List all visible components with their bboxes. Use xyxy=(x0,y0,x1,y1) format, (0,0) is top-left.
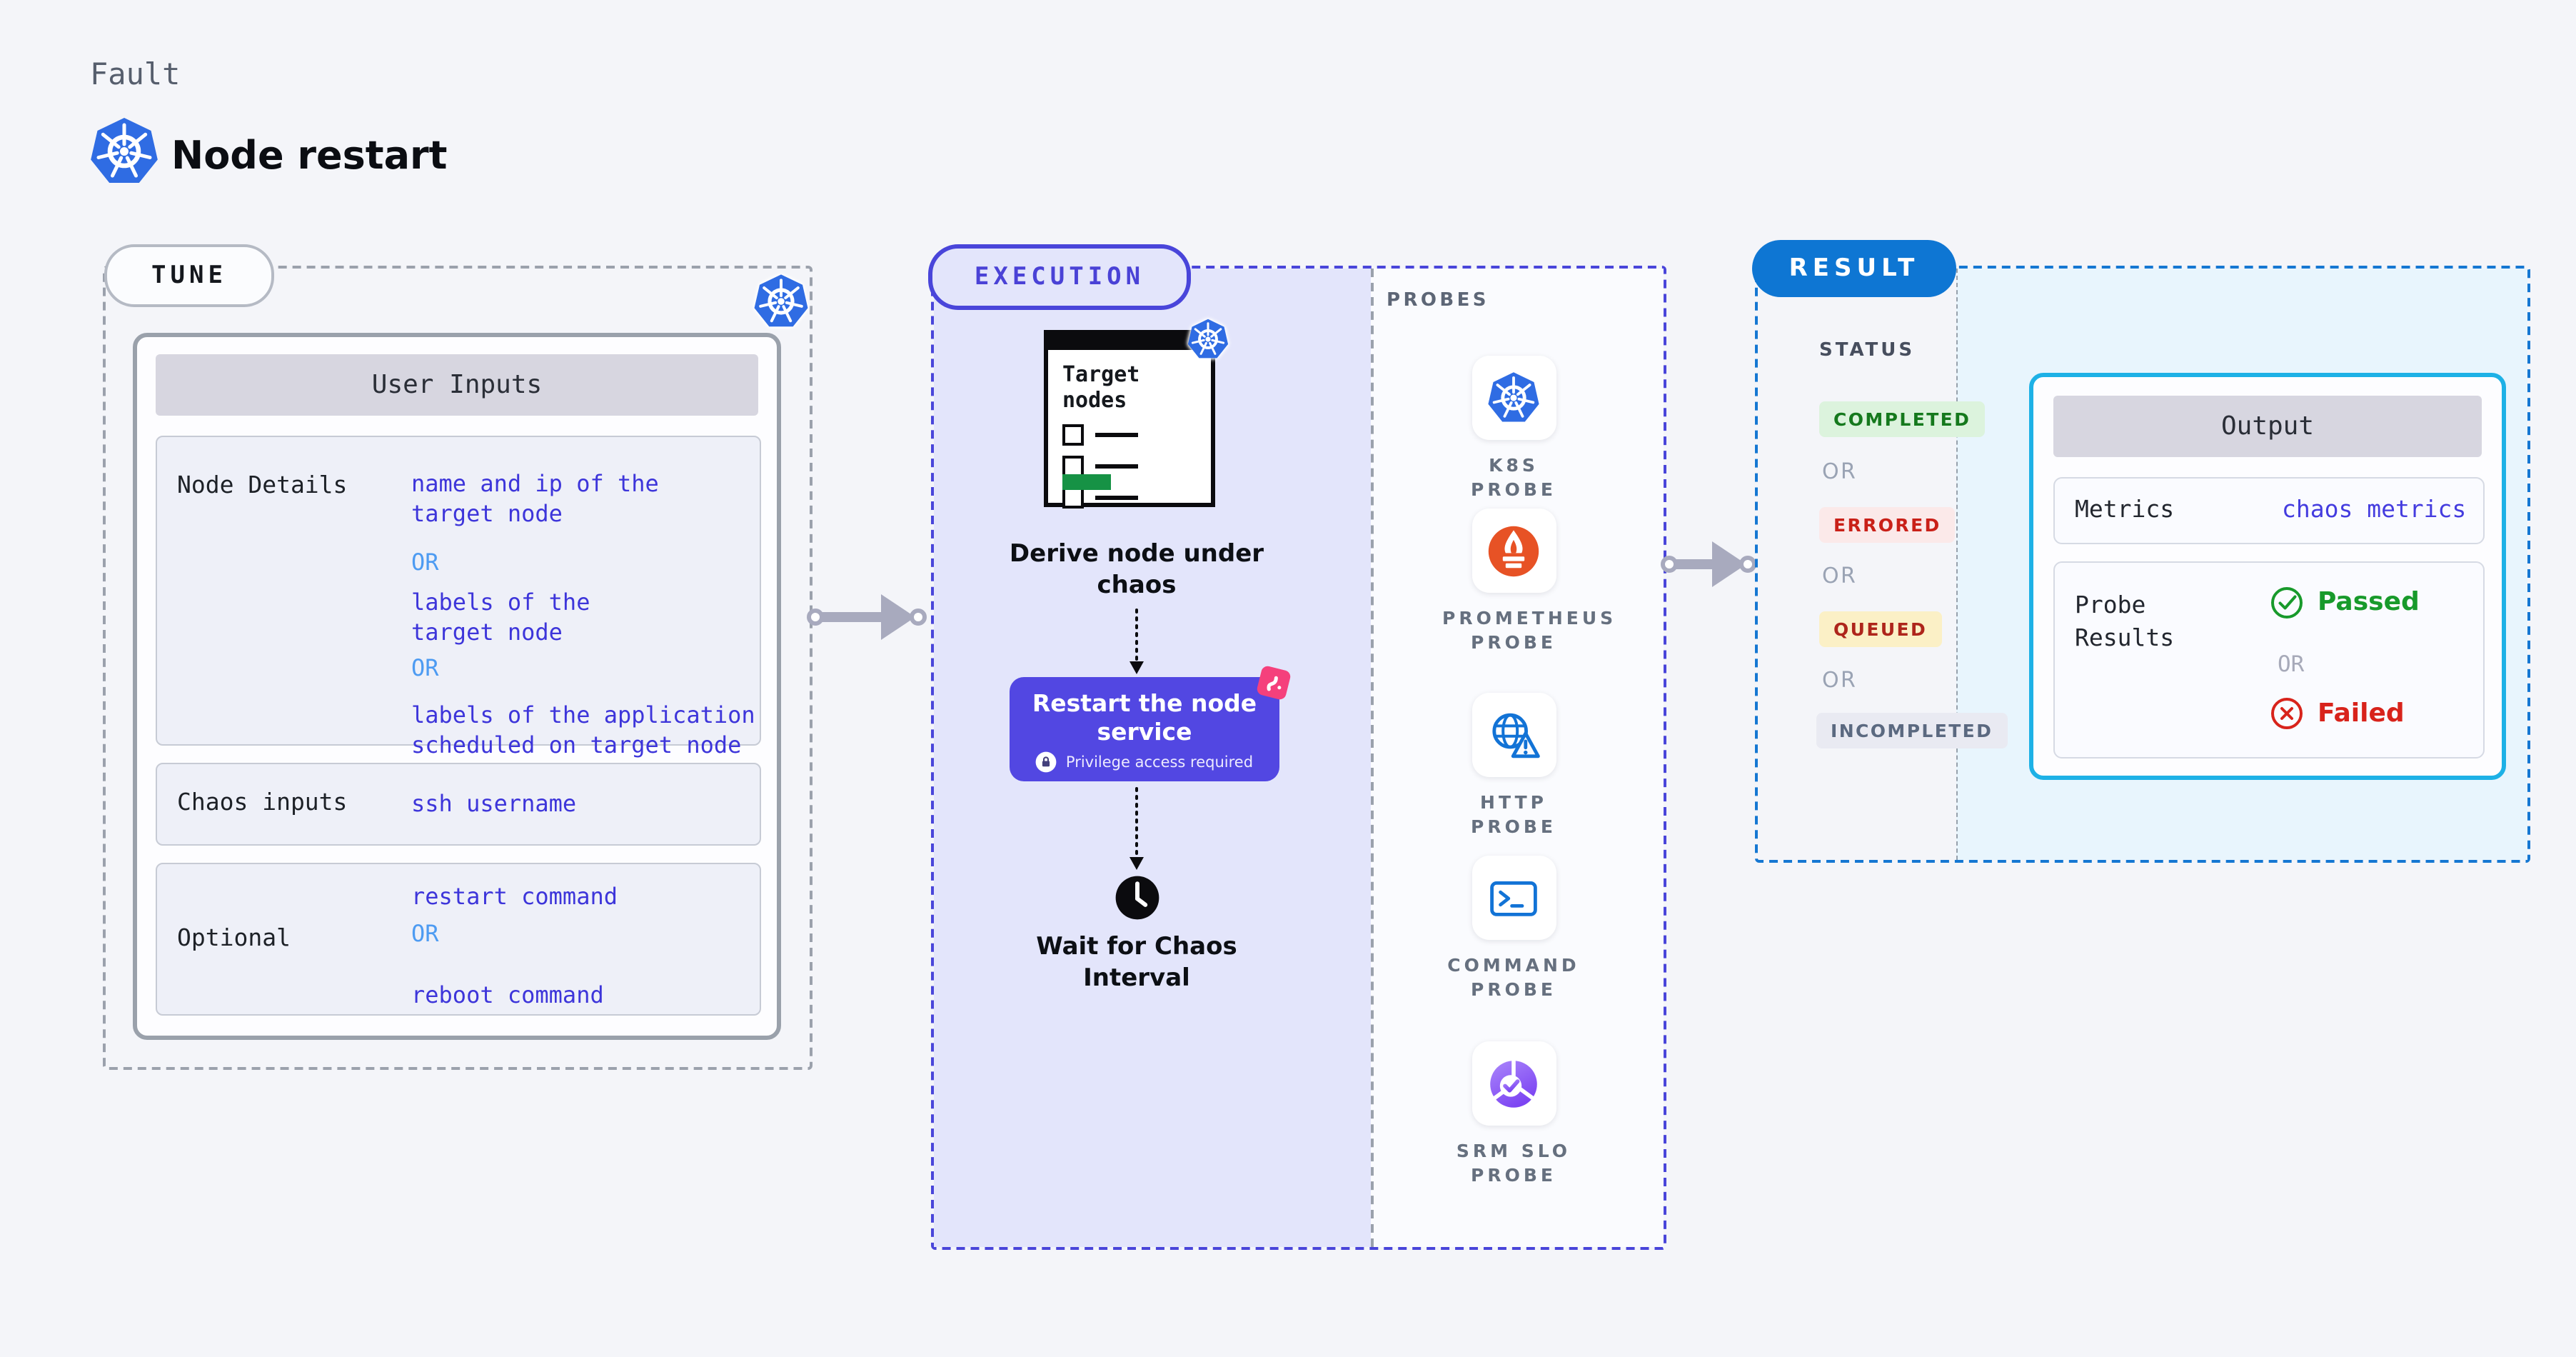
row-value: ssh username xyxy=(411,790,577,817)
probe-label: PROMETHEUS PROBE xyxy=(1442,607,1617,653)
output-header: Output xyxy=(2053,396,2482,457)
or-separator: OR xyxy=(411,549,439,576)
row-label: Optional xyxy=(177,924,291,951)
passed-label: Passed xyxy=(2318,587,2420,617)
status-badge: INCOMPLETED xyxy=(1816,713,2008,748)
or-separator: OR xyxy=(2278,651,2305,677)
checkbox-row xyxy=(1062,424,1211,446)
check-circle-icon xyxy=(2269,584,2305,620)
failed-label: Failed xyxy=(2318,698,2405,728)
table-row: Optional restart command OR reboot comma… xyxy=(156,863,761,1016)
card-title-bar xyxy=(1048,334,1211,350)
metrics-value: chaos metrics xyxy=(2282,496,2467,523)
probe-item: COMMAND PROBE xyxy=(1442,856,1585,1001)
dotted-arrow-down xyxy=(1129,609,1144,674)
probe-item: SRM SLO PROBE xyxy=(1442,1041,1585,1187)
user-inputs-header: User Inputs xyxy=(156,354,758,416)
kubernetes-icon xyxy=(1486,370,1541,426)
probe-results-label: Probe Results xyxy=(2075,591,2175,651)
checkbox-icon xyxy=(1062,424,1084,446)
status-badge: COMPLETED xyxy=(1819,401,1986,437)
status-heading: STATUS xyxy=(1819,340,1916,361)
or-separator: OR xyxy=(1822,667,1858,693)
probes-heading: PROBES xyxy=(1387,290,1489,311)
http-globe-alert-icon xyxy=(1485,706,1542,763)
row-value: reboot command xyxy=(411,981,604,1008)
metrics-label: Metrics xyxy=(2075,496,2175,523)
table-row: Chaos inputs ssh username xyxy=(156,763,761,846)
or-separator: OR xyxy=(411,920,439,947)
probe-item: PROMETHEUS PROBE xyxy=(1442,509,1617,654)
execution-pill: EXECUTION xyxy=(928,244,1191,310)
user-inputs-card: User Inputs Node Details name and ip of … xyxy=(133,333,781,1040)
clock-icon xyxy=(1114,874,1161,921)
row-value: labels of the application scheduled on t… xyxy=(411,701,755,758)
probe-results-row: Probe Results Passed OR Failed xyxy=(2053,561,2485,758)
tune-pill: TUNE xyxy=(104,244,274,307)
prometheus-icon xyxy=(1485,522,1542,579)
privilege-note: Privilege access required xyxy=(1065,753,1254,771)
target-nodes-title: Target nodes xyxy=(1062,361,1140,413)
row-value: labels of the target node xyxy=(411,589,590,646)
terminal-icon xyxy=(1485,869,1542,926)
line-placeholder xyxy=(1095,464,1138,469)
green-button-placeholder xyxy=(1062,474,1111,490)
dotted-arrow-down xyxy=(1129,787,1144,870)
row-label: Node Details xyxy=(177,471,348,499)
table-row: Node Details name and ip of the target n… xyxy=(156,436,761,758)
row-value: name and ip of the target node xyxy=(411,470,659,527)
chaos-pink-icon xyxy=(1254,663,1294,703)
probes-divider xyxy=(1371,269,1374,1247)
restart-title: Restart the node service xyxy=(1032,690,1257,746)
arrow-tune-to-execution xyxy=(807,594,927,640)
status-badge: QUEUED xyxy=(1819,611,1942,647)
tune-section-box xyxy=(103,266,812,1070)
output-card: Output Metrics chaos metrics Probe Resul… xyxy=(2029,373,2506,780)
row-value: restart command xyxy=(411,883,618,910)
kubernetes-icon xyxy=(1187,317,1229,361)
result-pill: RESULT xyxy=(1752,240,1956,297)
kubernetes-icon xyxy=(753,271,810,331)
probe-label: HTTP PROBE xyxy=(1471,791,1556,837)
line-placeholder xyxy=(1095,433,1138,437)
probe-label: SRM SLO PROBE xyxy=(1456,1140,1571,1186)
page-title: Node restart xyxy=(171,134,448,179)
probe-label: K8S PROBE xyxy=(1471,454,1556,500)
srm-slo-icon xyxy=(1485,1055,1542,1112)
lock-icon xyxy=(1036,751,1057,773)
checkbox-row xyxy=(1062,487,1211,509)
line-placeholder xyxy=(1095,496,1138,500)
derive-node-label: Derive node under chaos xyxy=(1009,540,1264,600)
or-separator: OR xyxy=(1822,459,1858,484)
arrow-execution-to-result xyxy=(1661,541,1756,587)
probe-item: HTTP PROBE xyxy=(1442,693,1585,838)
x-circle-icon xyxy=(2269,696,2305,731)
or-separator: OR xyxy=(411,654,439,681)
target-nodes-card: Target nodes xyxy=(1044,330,1215,509)
restart-node-service-box: Restart the node service Privilege acces… xyxy=(1010,677,1279,781)
or-separator: OR xyxy=(1822,563,1858,589)
probe-item: K8S PROBE xyxy=(1442,356,1585,501)
checkbox-icon xyxy=(1062,487,1084,509)
row-label: Chaos inputs xyxy=(177,788,348,816)
probe-label: COMMAND PROBE xyxy=(1447,954,1580,1000)
kubernetes-icon xyxy=(89,114,160,189)
fault-kicker: Fault xyxy=(90,57,181,91)
wait-chaos-interval-label: Wait for Chaos Interval xyxy=(1036,933,1237,993)
status-badge: ERRORED xyxy=(1819,507,1956,543)
metrics-row: Metrics chaos metrics xyxy=(2053,477,2485,544)
